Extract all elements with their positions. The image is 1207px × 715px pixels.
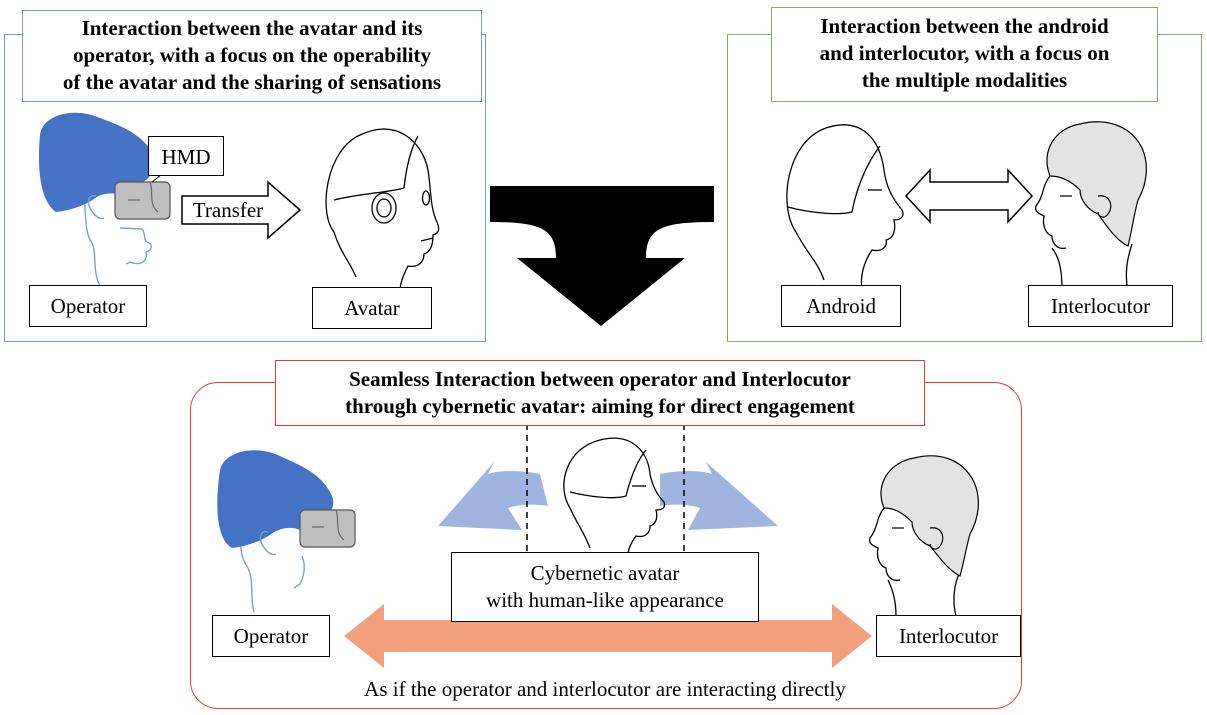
interlocutor-head-icon [1034, 121, 1147, 293]
cybernetic-avatar-head-icon [563, 437, 666, 557]
top-right-title: Interaction between the android and inte… [771, 7, 1158, 102]
bottom-title: Seamless Interaction between operator an… [275, 360, 925, 426]
transfer-label: Transfer [192, 198, 264, 222]
interlocutor-hair-bottom [880, 455, 979, 577]
interlocutor-label-bottom: Interlocutor [876, 615, 1021, 657]
curved-arrow-left-icon [438, 462, 548, 530]
avatar-label-top: Avatar [312, 287, 432, 329]
hmd-label: HMD [148, 136, 224, 176]
hmd-device-bottom [299, 509, 356, 548]
top-left-title: Interaction between the avatar and its o… [22, 10, 482, 102]
operator-head-icon-bottom [217, 450, 356, 613]
operator-head-icon [38, 112, 171, 287]
operator-label-bottom: Operator [212, 615, 330, 657]
transfer-arrow-icon [181, 180, 302, 240]
cybernetic-avatar-caption: Cybernetic avatar with human-like appear… [451, 552, 759, 622]
operator-label-top: Operator [29, 285, 147, 327]
merge-arrow-icon [490, 186, 714, 326]
curved-arrow-right-icon [660, 462, 778, 530]
bottom-footer-text: As if the operator and interlocutor are … [364, 677, 846, 701]
interlocutor-head-icon-bottom [868, 455, 979, 617]
interlocutor-hair [1046, 121, 1147, 247]
avatar-head-icon [325, 128, 440, 293]
android-label: Android [781, 285, 901, 327]
interlocutor-label-top: Interlocutor [1028, 285, 1173, 327]
double-arrow-icon [904, 168, 1034, 224]
android-head-icon [786, 124, 904, 291]
hmd-device [114, 181, 171, 220]
